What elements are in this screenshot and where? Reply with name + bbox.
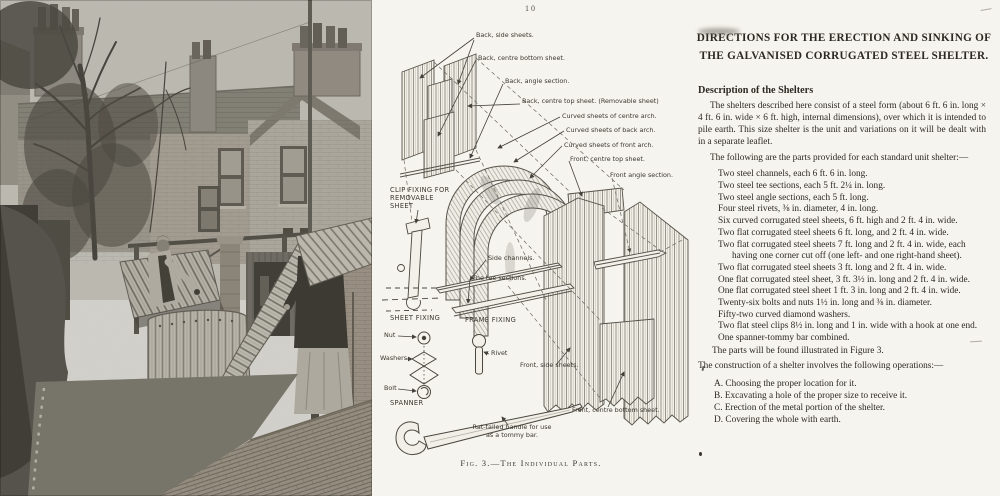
- label-front-centre-top-sheet: Front, centre top sheet.: [570, 155, 645, 163]
- parts-list-item: Fifty-two curved diamond washers.: [718, 309, 851, 320]
- diagram-page: 10: [372, 0, 690, 496]
- frame-fixing-drawing: [472, 334, 486, 375]
- parts-list-item: Four steel rivets, ⅜ in. diameter, 4 in.…: [718, 204, 879, 215]
- label-front-angle-section: Front angle section.: [610, 171, 674, 179]
- back-assembly: [399, 53, 481, 179]
- label-curved-back-arch: Curved sheets of back arch.: [566, 126, 656, 134]
- label-nut: Nut: [384, 331, 396, 339]
- directions-page: DIRECTIONS FOR THE ERECTION AND SINKING …: [690, 0, 1000, 496]
- parts-list-item: Two steel tee sections, each 5 ft. 2¼ in…: [718, 181, 886, 191]
- label-rat-tailed-handle: Rat-tailed handle for use as a tommy bar…: [472, 423, 552, 439]
- label-sheet-fixing: SHEET FIXING: [390, 314, 441, 322]
- label-back-side-sheets: Back, side sheets.: [476, 31, 534, 39]
- label-spanner: SPANNER: [390, 399, 424, 407]
- label-back-angle-section: Back, angle section.: [505, 77, 570, 85]
- label-curved-front-arch: Curved sheets of front arch.: [564, 141, 654, 149]
- label-curved-centre-arch: Curved sheets of centre arch.: [562, 112, 657, 120]
- parts-list-item: One flat corrugated steel sheet, 3 ft. 3…: [718, 274, 970, 285]
- spanner-drawing: [395, 403, 583, 455]
- operation-item: C. Erection of the metal portion of the …: [714, 402, 885, 413]
- page-number: 10: [525, 4, 537, 13]
- title-line-1: DIRECTIONS FOR THE ERECTION AND SINKING …: [696, 32, 992, 44]
- parts-list-item: One flat corrugated steel sheet 1 ft. 3 …: [718, 286, 961, 297]
- operations-list: A. Choosing the proper location for it.B…: [714, 378, 1000, 426]
- parts-list-item: One spanner-tommy bar combined.: [718, 333, 850, 344]
- label-front-side-sheets: Front, side sheets.: [520, 361, 579, 369]
- parts-list-item: Two flat corrugated steel sheets 7 ft. l…: [718, 239, 966, 262]
- parts-list-item: Two flat corrugated steel sheets 3 ft. l…: [718, 262, 947, 273]
- figure-caption: Fig. 3.—The Individual Parts.: [460, 458, 602, 468]
- label-washers: Washers: [380, 354, 408, 362]
- parts-list-item: Six curved corrugated steel sheets, 6 ft…: [718, 216, 958, 227]
- front-assembly: [543, 187, 689, 426]
- projection-lines: [403, 57, 687, 399]
- channels-and-tees: [435, 262, 575, 317]
- label-clip-fixing: CLIP FIXING FOR REMOVABLE SHEET: [390, 186, 450, 211]
- parts-list-item: Two steel angle sections, each 5 ft. lon…: [718, 192, 869, 203]
- title-line-2: THE GALVANISED CORRUGATED STEEL SHELTER.: [699, 49, 989, 62]
- construction-paragraph: The construction of a shelter involves t…: [698, 360, 944, 371]
- page-title: DIRECTIONS FOR THE ERECTION AND SINKING …: [696, 30, 992, 66]
- label-tee-sections: The tee sections.: [472, 274, 527, 282]
- film-grain: [0, 0, 372, 496]
- photo-illustration: [0, 0, 372, 496]
- clip-fixing-drawing: [381, 217, 443, 312]
- photograph-shelter-erection: [0, 0, 372, 496]
- ink-smudge: [698, 28, 740, 35]
- section-heading: Description of the Shelters: [698, 84, 814, 96]
- description-paragraph: The shelters described here consist of a…: [698, 100, 986, 147]
- parts-list: Two steel channels, each 6 ft. 6 in. lon…: [718, 169, 990, 345]
- parts-list-item: Two flat steel clips 8½ in. long and 1 i…: [718, 321, 978, 332]
- sheet-fixing-drawing: [409, 331, 439, 399]
- label-frame-fixing: FRAME FIXING: [465, 316, 517, 324]
- ink-dot: [699, 452, 702, 456]
- parts-intro-paragraph: The following are the parts provided for…: [710, 153, 969, 164]
- label-back-centre-top-sheet: Back, centre top sheet. (Removable sheet…: [522, 97, 659, 105]
- operation-item: A. Choosing the proper location for it.: [714, 378, 857, 389]
- operation-item: D. Covering the whole with earth.: [714, 414, 841, 425]
- label-rivet: Rivet: [491, 349, 508, 357]
- pencil-mark: [980, 8, 993, 16]
- figure-note: The parts will be found illustrated in F…: [712, 345, 884, 356]
- operation-item: B. Excavating a hole of the proper size …: [714, 390, 908, 401]
- label-side-channels: Side channels.: [488, 254, 535, 262]
- label-back-centre-bottom-sheet: Back, centre bottom sheet.: [478, 54, 565, 62]
- label-front-centre-bottom-sheet: Front, centre bottom sheet.: [572, 406, 660, 414]
- parts-list-item: Twenty-six bolts and nuts 1½ in. long an…: [718, 298, 932, 309]
- leader-lines: [397, 37, 625, 426]
- exploded-parts-drawing: [381, 37, 689, 455]
- parts-list-item: Two flat corrugated steel sheets 6 ft. l…: [718, 227, 949, 238]
- label-bolt: Bolt: [384, 384, 397, 392]
- parts-list-item: Two steel channels, each 6 ft. 6 in. lon…: [718, 169, 868, 180]
